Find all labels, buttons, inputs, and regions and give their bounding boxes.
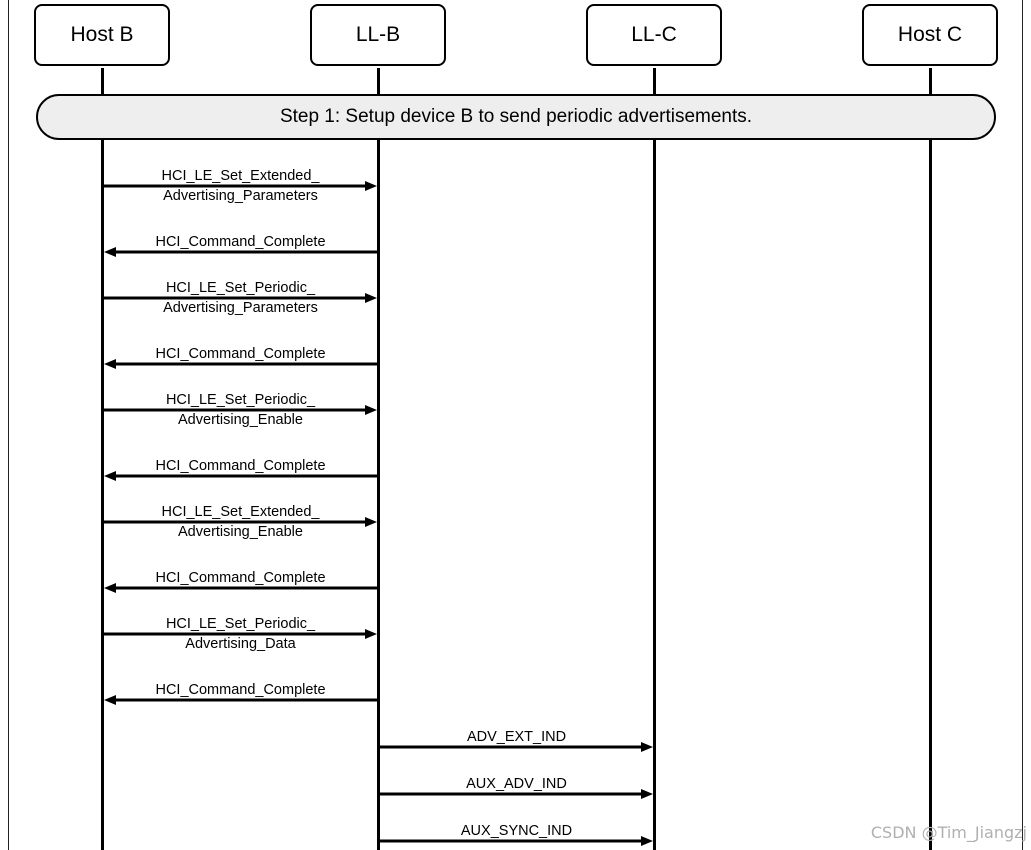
lifeline-host-c <box>929 68 932 850</box>
arrowhead <box>365 293 377 303</box>
watermark: CSDN @Tim_Jiangzj <box>870 823 1027 842</box>
message-label: HCI_Command_Complete <box>91 232 391 252</box>
message-label-line: HCI_Command_Complete <box>155 570 326 586</box>
arrowhead <box>104 583 116 593</box>
message-label: HCI_Command_Complete <box>91 680 391 700</box>
message-label-line: Advertising_Parameters <box>163 300 318 316</box>
message-label-line: Advertising_Data <box>185 636 296 652</box>
actor-label: Host B <box>70 23 134 46</box>
message-label-line: HCI_LE_Set_Extended_ <box>161 168 320 184</box>
arrowhead <box>365 181 377 191</box>
actor-ll-b: LL-B <box>310 4 446 66</box>
message-label-line: HCI_LE_Set_Extended_ <box>161 504 320 520</box>
message-label-line: HCI_Command_Complete <box>155 682 326 698</box>
message-label: HCI_LE_Set_Periodic_ Advertising_Paramete… <box>91 278 391 318</box>
message-label-line: HCI_LE_Set_Periodic_ <box>165 280 316 296</box>
arrowhead <box>365 629 377 639</box>
step-banner-text: Step 1: Setup device B to send periodic … <box>279 106 753 127</box>
message-arrow <box>104 471 379 481</box>
message-label: HCI_Command_Complete <box>91 568 391 588</box>
actor-label: LL-B <box>355 23 401 46</box>
message-arrow <box>378 742 653 752</box>
message-label-line: HCI_LE_Set_Periodic_ <box>165 616 316 632</box>
arrowhead <box>641 836 653 846</box>
arrowhead <box>104 695 116 705</box>
left-border <box>8 0 9 850</box>
message-label: ADV_EXT_IND <box>367 727 667 747</box>
message-label: HCI_LE_Set_Periodic_ Advertising_Enable <box>91 390 391 430</box>
lifeline-ll-c <box>653 68 656 850</box>
message-label-line: HCI_Command_Complete <box>155 346 326 362</box>
message-label: AUX_ADV_IND <box>367 774 667 794</box>
lifeline-host-b <box>101 68 104 850</box>
message-label: AUX_SYNC_IND <box>367 821 667 841</box>
message-label-line: HCI_Command_Complete <box>155 234 326 250</box>
message-label-line: Advertising_Parameters <box>163 188 318 204</box>
message-arrow <box>104 247 379 257</box>
message-label-line: HCI_Command_Complete <box>155 458 326 474</box>
arrowhead <box>365 517 377 527</box>
message-arrow <box>102 517 377 527</box>
message-label-line: AUX_ADV_IND <box>466 776 567 792</box>
lifeline-ll-b <box>377 68 380 850</box>
message-label: HCI_LE_Set_Extended_ Advertising_Enable <box>91 502 391 542</box>
message-label: HCI_LE_Set_Periodic_ Advertising_Data <box>91 614 391 654</box>
right-border <box>1022 0 1023 850</box>
actor-label: LL-C <box>631 23 677 46</box>
message-arrow <box>104 695 379 705</box>
actor-host-c: Host C <box>862 4 998 66</box>
arrowhead <box>365 405 377 415</box>
actor-label: Host C <box>897 23 963 46</box>
message-label-line: Advertising_Enable <box>178 524 303 540</box>
arrowhead <box>641 742 653 752</box>
message-label: HCI_Command_Complete <box>91 344 391 364</box>
message-arrow <box>378 789 653 799</box>
arrowhead <box>104 247 116 257</box>
actor-ll-c: LL-C <box>586 4 722 66</box>
message-arrow <box>104 359 379 369</box>
arrowhead <box>104 359 116 369</box>
message-arrow <box>102 293 377 303</box>
message-arrow <box>102 181 377 191</box>
message-label: HCI_Command_Complete <box>91 456 391 476</box>
message-arrow <box>104 583 379 593</box>
message-arrow <box>102 629 377 639</box>
arrowhead <box>104 471 116 481</box>
message-label-line: ADV_EXT_IND <box>466 729 567 745</box>
actor-host-b: Host B <box>34 4 170 66</box>
message-label: HCI_LE_Set_Extended_ Advertising_Paramete… <box>91 166 391 206</box>
message-label-line: HCI_LE_Set_Periodic_ <box>165 392 316 408</box>
arrowhead <box>641 789 653 799</box>
message-label-line: AUX_SYNC_IND <box>460 823 573 839</box>
message-label-line: Advertising_Enable <box>178 412 303 428</box>
message-arrow <box>378 836 653 846</box>
message-arrow <box>102 405 377 415</box>
step-banner: Step 1: Setup device B to send periodic … <box>36 94 996 140</box>
